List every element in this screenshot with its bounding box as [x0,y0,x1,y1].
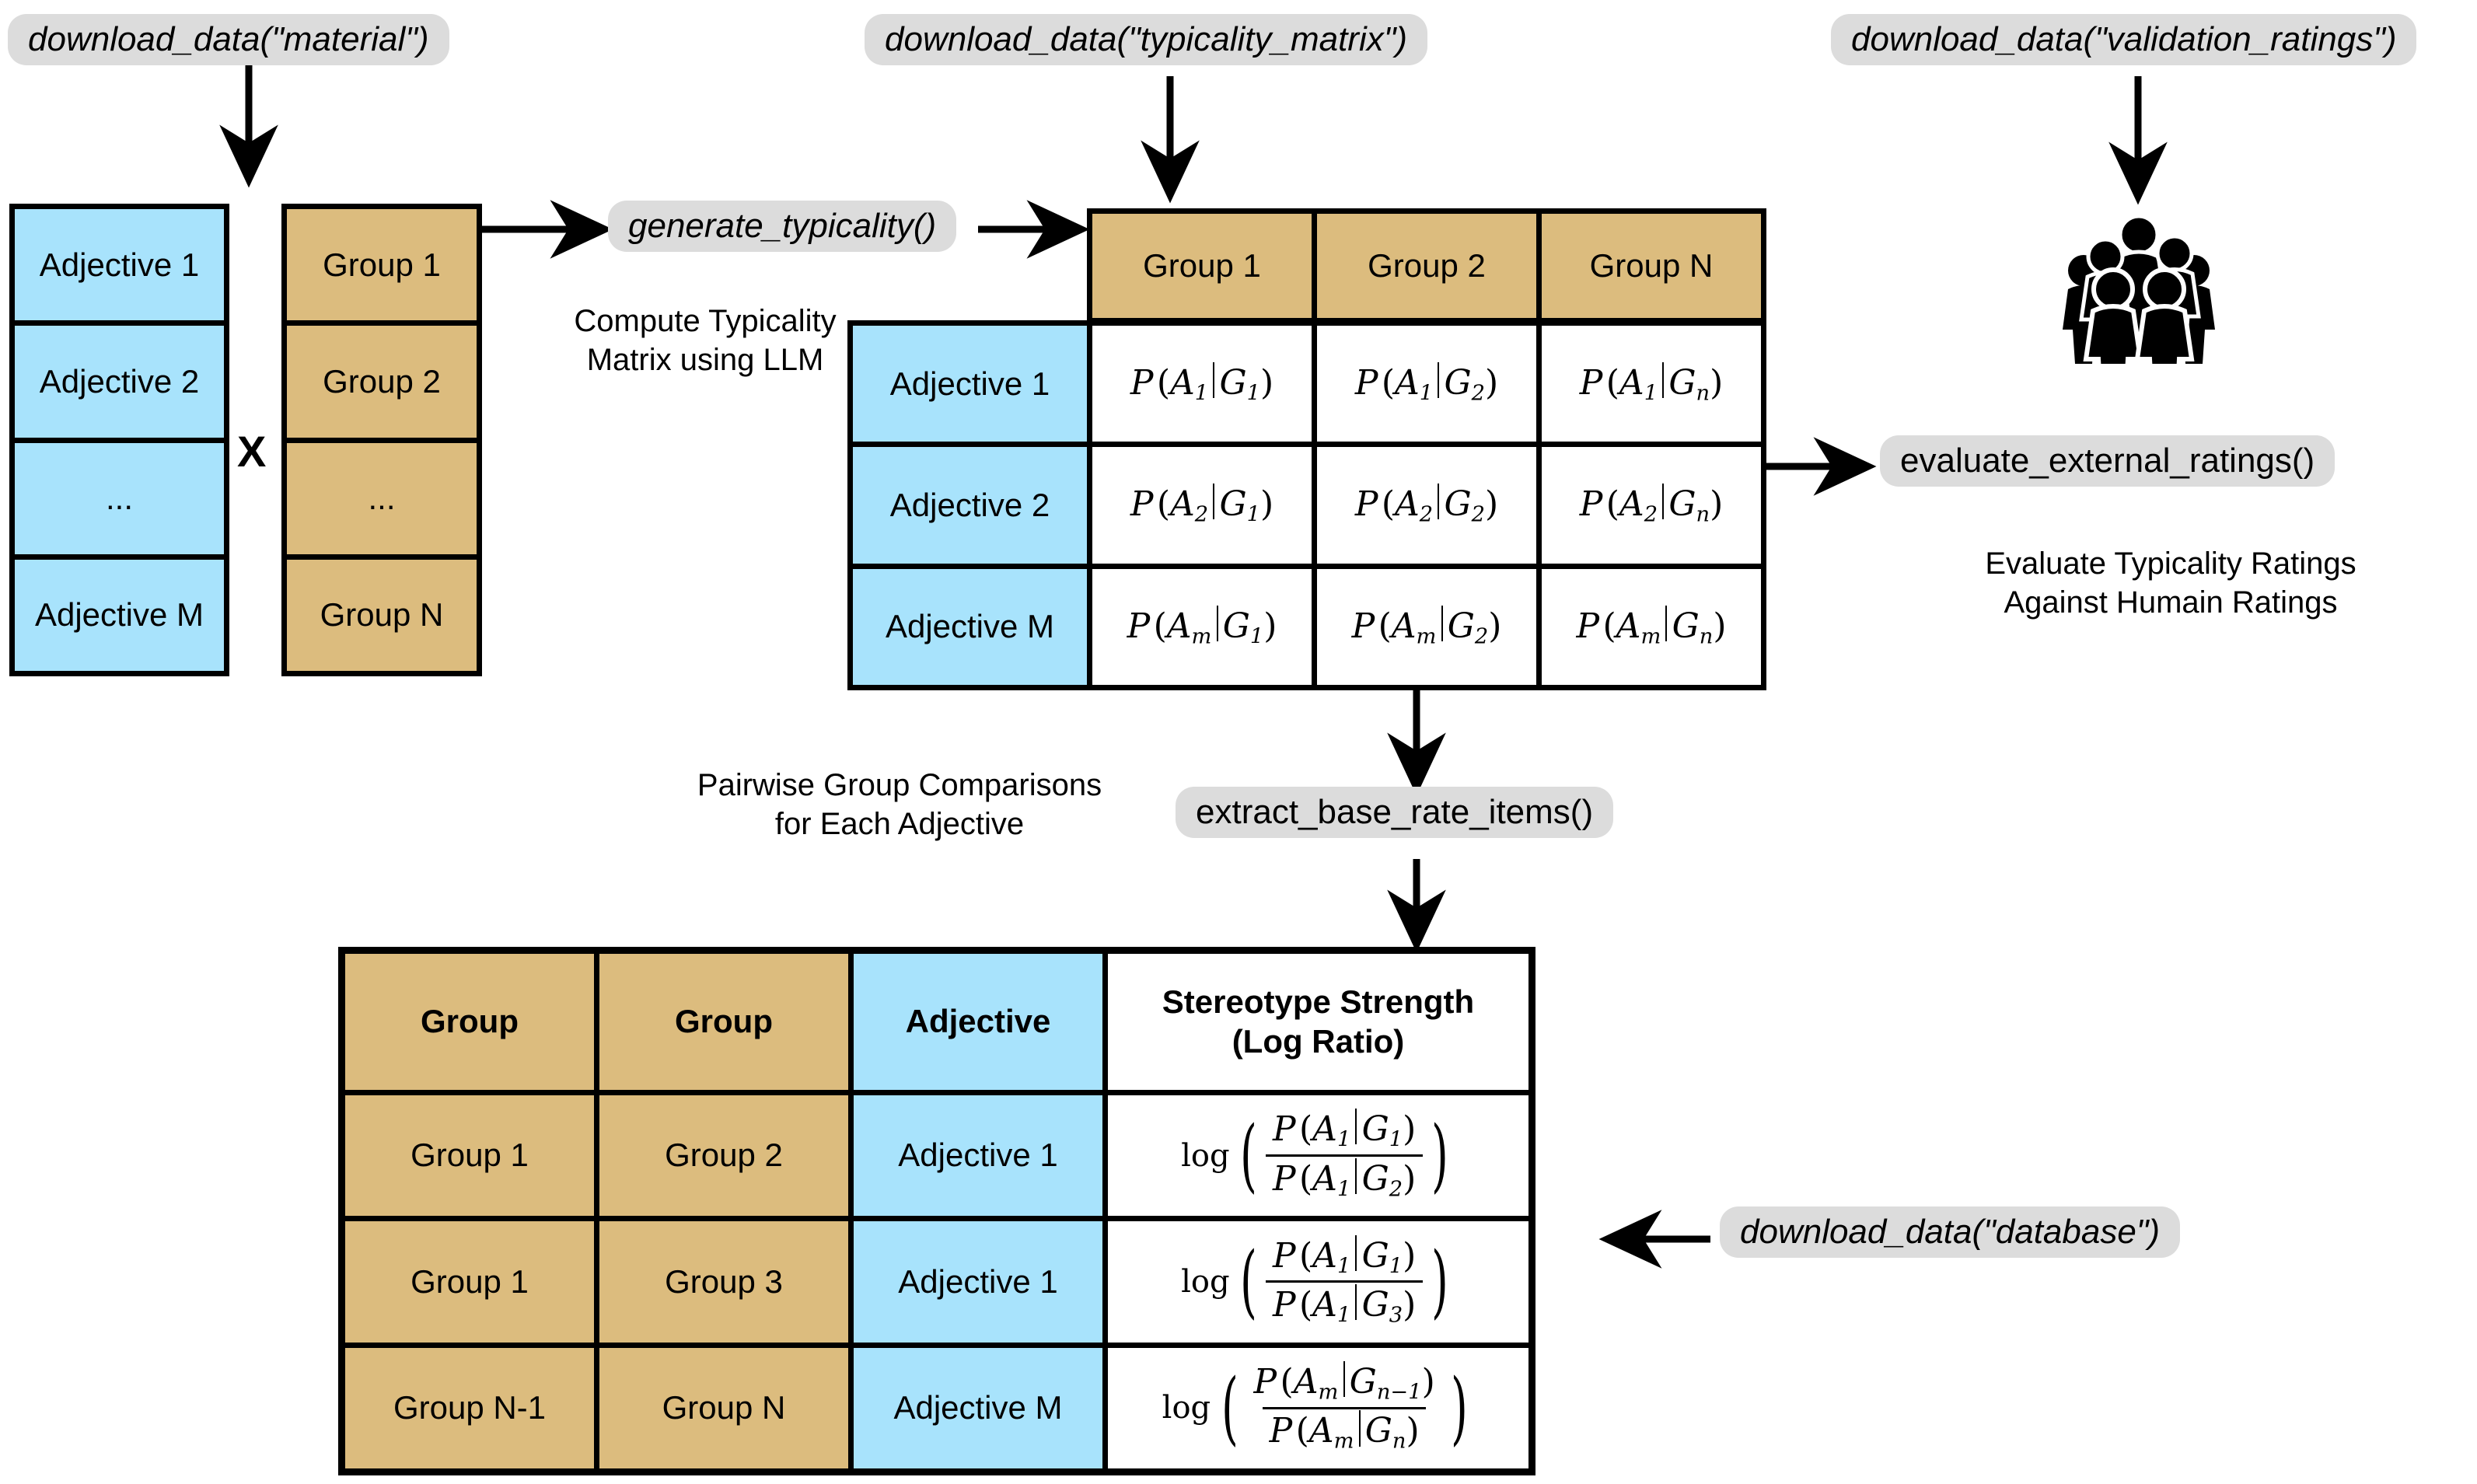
group-cell: Group N [287,559,477,671]
evaluate-external-ratings-chip[interactable]: evaluate_external_ratings() [1880,435,2336,487]
download-validation-ratings-chip[interactable]: download_data("validation_ratings") [1831,14,2417,66]
adjective-cell: Adjective 1 [15,209,224,326]
adjective-cell: Adjective 2 [15,326,224,443]
group-cell: Group 2 [287,326,477,443]
pairwise-comparisons-caption: Pairwise Group Comparisons for Each Adje… [697,768,1102,841]
matrix-column-header: Group 2 [1317,214,1542,318]
people-group-icon [2063,214,2215,364]
download-material-chip[interactable]: download_data("material") [8,14,449,66]
matrix-row-header: Adjective 1 [853,326,1092,442]
results-header-cell: Group [599,954,854,1090]
results-header-cell: Adjective [854,954,1108,1090]
results-adjective-cell: Adjective M [854,1347,1108,1468]
download-typicality-matrix-chip[interactable]: download_data("typicality_matrix") [865,14,1427,66]
results-group-cell: Group 1 [345,1221,599,1343]
results-header-cell: Stereotype Strength (Log Ratio) [1108,954,1528,1090]
matrix-column-header: Group 1 [1092,214,1317,318]
extract-base-rate-items-chip[interactable]: extract_base_rate_items() [1176,787,1614,839]
generate-typicality-chip[interactable]: generate_typicality() [608,201,957,253]
adjective-cell: Adjective M [15,559,224,671]
matrix-row-header: Adjective 2 [853,447,1092,564]
results-header-cell: Group [345,954,599,1090]
matrix-column-header: Group N [1542,214,1761,318]
adjective-cell: ... [15,442,224,560]
results-adjective-cell: Adjective 1 [854,1221,1108,1343]
cross-product-symbol: X [237,427,267,476]
results-group-cell: Group 1 [345,1095,599,1217]
group-cell: ... [287,442,477,560]
compute-typicality-caption: Compute Typicality Matrix using LLM [574,304,837,377]
results-group-cell: Group 2 [599,1095,854,1217]
download-database-chip[interactable]: download_data("database") [1720,1206,2181,1259]
group-cell: Group 1 [287,209,477,326]
results-group-cell: Group 3 [599,1221,854,1343]
results-adjective-cell: Adjective 1 [854,1095,1108,1217]
results-group-cell: Group N [599,1347,854,1468]
evaluate-ratings-caption: Evaluate Typicality Ratings Against Huma… [1985,546,2356,620]
results-group-cell: Group N-1 [345,1347,599,1468]
matrix-row-header: Adjective M [853,568,1092,685]
